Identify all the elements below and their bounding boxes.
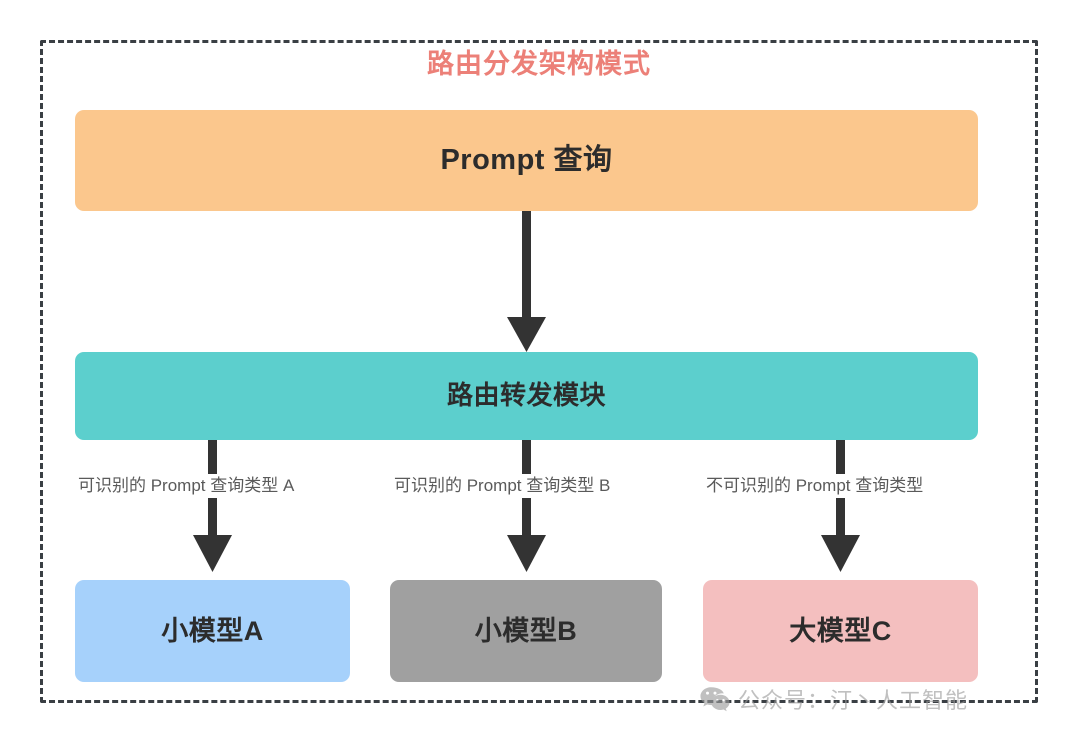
node-small-model-a: 小模型A [75,580,350,682]
diagram-title: 路由分发架构模式 [427,49,651,79]
node-router-module: 路由转发模块 [75,352,978,440]
edge-label-router-to-b: 可识别的 Prompt 查询类型 B [392,474,613,498]
watermark-text: 公众号：汀丶人工智能 [738,688,969,713]
watermark: 公众号：汀丶人工智能 [700,683,968,715]
edge-label-router-to-c: 不可识别的 Prompt 查询类型 [704,474,926,498]
diagram-frame [40,40,1038,703]
node-large-model-c: 大模型C [703,580,978,682]
wechat-icon [700,687,730,712]
node-small-model-b: 小模型B [390,580,662,682]
edge-label-router-to-a: 可识别的 Prompt 查询类型 A [76,474,297,498]
node-prompt-query: Prompt 查询 [75,110,978,211]
